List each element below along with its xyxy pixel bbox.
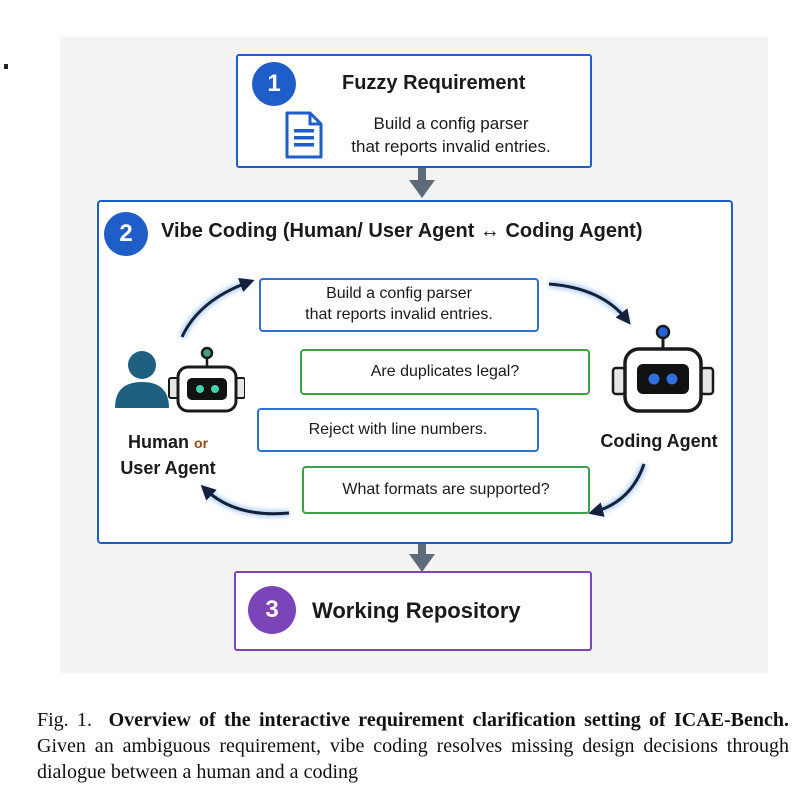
down-arrow-2 (409, 544, 435, 572)
fuzzy-text-line2: that reports invalid entries. (351, 137, 551, 156)
working-repository-title: Working Repository (312, 598, 521, 623)
coding-agent-label: Coding Agent (600, 431, 718, 451)
human-label-line1: Human or (98, 430, 238, 456)
figure-caption: Fig. 1. Overview of the interactive requ… (37, 707, 789, 785)
robot-icon (168, 346, 245, 413)
or-label: or (194, 435, 209, 451)
human-label: Human (127, 432, 189, 452)
message-1-line1: Build a config parser (326, 285, 472, 302)
fuzzy-requirement-text: Build a config parser that reports inval… (336, 112, 566, 158)
coding-agent-robot-icon (611, 324, 715, 413)
step-badge-2: 2 (104, 212, 148, 256)
human-icon (115, 351, 169, 408)
caption-bold: Overview of the interactive requirement … (108, 709, 790, 731)
message-duplicates-legal: Are duplicates legal? (300, 349, 590, 395)
fuzzy-requirement-title: Fuzzy Requirement (342, 72, 526, 94)
user-agent-label: User Agent (120, 458, 216, 478)
message-1-line2: that reports invalid entries. (305, 306, 493, 323)
fuzzy-text-line1: Build a config parser (373, 114, 529, 133)
arrow-human-to-top (178, 277, 255, 339)
step-badge-3: 3 (248, 586, 296, 634)
message-formats-supported: What formats are supported? (302, 466, 590, 514)
down-arrow-1 (409, 168, 435, 198)
dialogue-arrows (178, 277, 648, 518)
caption-rest: Given an ambiguous requirement, vibe cod… (37, 735, 789, 783)
document-icon (285, 111, 323, 159)
message-build-config-parser: Build a config parser that reports inval… (259, 278, 539, 332)
message-reject-line-numbers: Reject with line numbers. (257, 408, 539, 452)
step-badge-1: 1 (252, 62, 296, 106)
human-or-user-agent-label: Human or User Agent (98, 430, 238, 481)
arrow-top-to-coding-agent (548, 280, 631, 325)
arrow-coding-agent-to-bottom (588, 462, 648, 517)
caption-prefix: Fig. 1. (37, 709, 92, 731)
arrow-bottom-to-human (200, 484, 290, 518)
margin-mark (4, 64, 8, 69)
vibe-coding-title: Vibe Coding (Human/ User Agent ↔ Coding … (161, 220, 643, 242)
